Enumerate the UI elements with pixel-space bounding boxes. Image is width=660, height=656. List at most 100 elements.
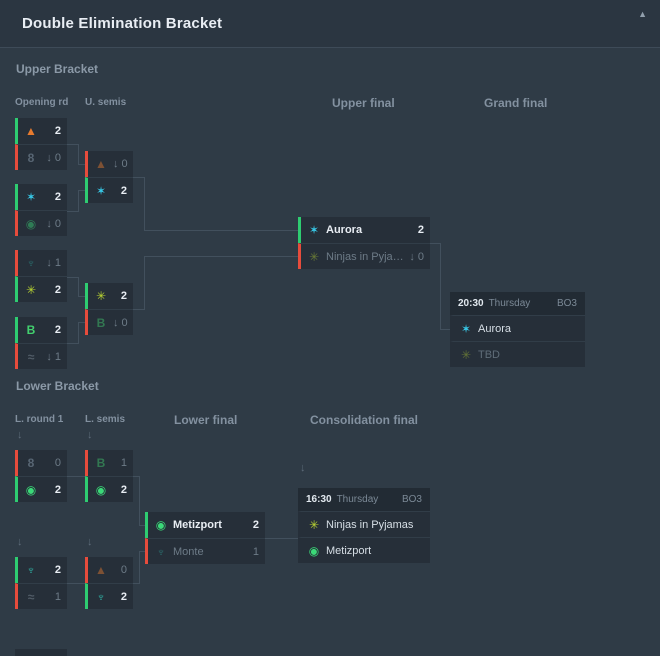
team-logo-icon: B (96, 315, 106, 330)
team-logo-icon: ✳ (95, 289, 107, 303)
match-row[interactable]: ◉ 2 (85, 476, 133, 502)
team-logo-icon: ✳ (460, 347, 472, 362)
score-label: 2 (54, 564, 61, 576)
match-row[interactable]: ✶ 2 (85, 177, 133, 203)
connector-line (78, 190, 85, 191)
col-header-grand-final: Grand final (484, 96, 548, 110)
lower-semi-match-2: ▲ 0 ♆ 2 (85, 557, 133, 609)
upper-semi-match-2: ✳ 2 B ↓ 0 (85, 283, 133, 335)
connector-line (78, 322, 85, 323)
score-label: ↓ 0 (46, 217, 61, 230)
score-label: 2 (54, 483, 61, 496)
connector-line (440, 329, 450, 330)
lower-semi-match-1: B 1 ◉ 2 (85, 450, 133, 502)
connector-line (78, 296, 85, 297)
match-row[interactable]: ✶ Aurora (450, 315, 585, 341)
match-row[interactable]: ▲ ↓ 0 (85, 151, 133, 177)
upper-final-match: ✶ Aurora 2 ✳ Ninjas in Pyjamas ↓ 0 (298, 217, 430, 269)
match-row[interactable]: B 2 (15, 317, 67, 343)
match-day: Thursday (336, 494, 379, 505)
match-schedule: 16:30 Thursday BO3 (298, 488, 430, 511)
team-name: TBD (478, 348, 500, 361)
lower-bracket-label: Lower Bracket (16, 379, 99, 393)
match-row[interactable]: ▲ 0 (85, 557, 133, 583)
score-label: 2 (417, 224, 424, 236)
team-name: Monte (173, 545, 204, 558)
match-row[interactable]: ▲ 2 (15, 118, 67, 144)
upper-opening-match-3: ♆ ↓ 1 ✳ 2 (15, 250, 67, 302)
match-row[interactable]: 8 0 (15, 450, 67, 476)
connector-line (139, 551, 140, 584)
team-name: Aurora (326, 224, 363, 236)
connector-line (144, 177, 145, 231)
upper-bracket-label: Upper Bracket (16, 62, 99, 76)
score-label: 2 (54, 283, 61, 296)
team-logo-icon: ✶ (95, 183, 107, 198)
team-logo-icon: ♆ (26, 256, 36, 270)
match-row[interactable]: B 1 (85, 450, 133, 476)
team-logo-icon: ♆ (156, 544, 166, 559)
connector-line (78, 277, 79, 297)
match-schedule: 20:30 Thursday BO3 (450, 292, 585, 315)
score-label: ↓ 0 (113, 316, 128, 329)
team-logo-icon: ▲ (95, 563, 107, 577)
match-row[interactable]: ◉ Metizport 2 (145, 512, 265, 538)
score-label: 1 (54, 590, 61, 603)
team-logo-icon: ◉ (25, 482, 37, 497)
team-name: Ninjas in Pyjamas (326, 518, 414, 531)
score-label: 2 (54, 324, 61, 336)
team-name: Ninjas in Pyjamas (326, 250, 404, 263)
score-label: 2 (120, 483, 127, 496)
col-header-opening-rd: Opening rd (15, 97, 69, 108)
match-row[interactable]: B ↓ 0 (85, 309, 133, 335)
match-row[interactable]: ♆ Monte 1 (145, 538, 265, 564)
drop-arrow-icon: ↓ (17, 429, 23, 441)
team-logo-icon: B (96, 456, 106, 470)
connector-line (78, 164, 85, 165)
team-name: Metizport (173, 519, 222, 531)
collapse-icon[interactable]: ▲ (638, 9, 647, 19)
col-header-upper-final: Upper final (332, 96, 395, 110)
connector-line (144, 256, 145, 310)
match-row[interactable]: ◉ ↓ 0 (15, 210, 67, 236)
score-label: 2 (120, 184, 127, 197)
score-label: 0 (54, 457, 61, 469)
match-row[interactable]: ♆ ↓ 1 (15, 250, 67, 276)
team-logo-icon: ✳ (25, 282, 37, 297)
connector-line (78, 144, 79, 165)
score-label: 2 (120, 290, 127, 302)
match-row[interactable]: ✶ 2 (15, 184, 67, 210)
score-label: ↓ 0 (409, 250, 424, 263)
score-label: ↓ 1 (46, 257, 61, 269)
match-row[interactable]: ♆ 2 (85, 583, 133, 609)
connector-line (430, 243, 440, 244)
match-row[interactable]: ≈ ↓ 1 (15, 343, 67, 369)
match-time: 16:30 (306, 494, 332, 505)
match-row[interactable]: ✳ 2 (15, 276, 67, 302)
score-label: 2 (54, 125, 61, 137)
drop-arrow-icon: ↓ (87, 536, 93, 548)
connector-line (67, 583, 85, 584)
match-row[interactable]: ✶ Aurora 2 (298, 217, 430, 243)
match-format: BO3 (556, 298, 577, 309)
score-label: 2 (120, 590, 127, 603)
match-row[interactable]: ♆ 2 (15, 557, 67, 583)
match-row[interactable]: ✳ 2 (85, 283, 133, 309)
match-row[interactable]: 8 ↓ 0 (15, 144, 67, 170)
match-row[interactable]: ◉ Metizport (298, 537, 430, 563)
col-header-l-semis: L. semis (85, 414, 126, 425)
col-header-l-round1: L. round 1 (15, 414, 64, 425)
match-row[interactable]: ✳ TBD (450, 341, 585, 367)
match-row[interactable]: ≈ 1 (15, 583, 67, 609)
team-name: Metizport (326, 544, 372, 557)
connector-line (144, 256, 298, 257)
connector-line (78, 322, 79, 344)
match-row[interactable]: ✳ Ninjas in Pyjamas ↓ 0 (298, 243, 430, 269)
score-label: 2 (252, 519, 259, 531)
drop-arrow-icon: ↓ (300, 462, 306, 474)
team-logo-icon: ◉ (155, 518, 167, 532)
match-row[interactable]: ◉ 2 (15, 476, 67, 502)
connector-line (133, 476, 139, 477)
match-row[interactable]: ✳ Ninjas in Pyjamas (298, 511, 430, 537)
